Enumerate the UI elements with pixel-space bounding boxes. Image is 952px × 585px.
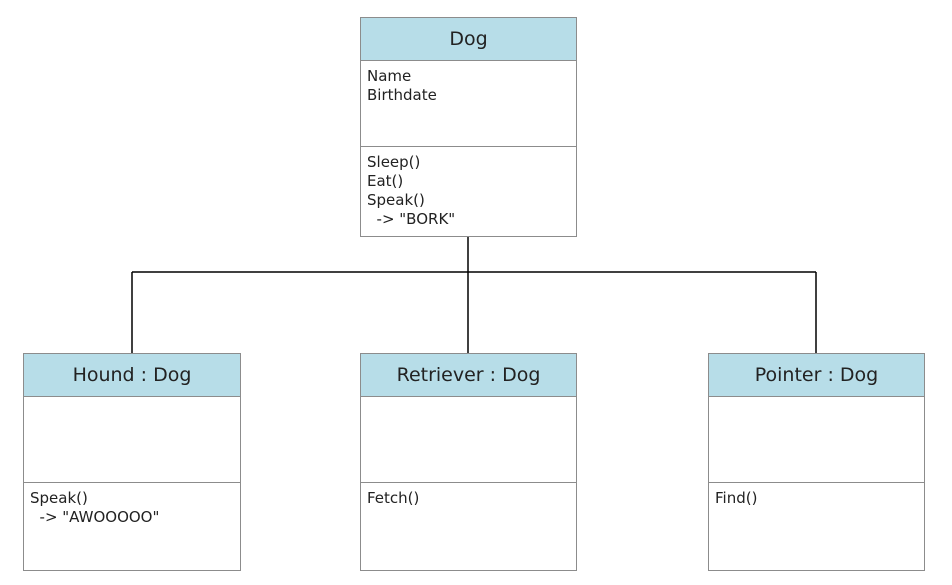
- method-find: Find(): [715, 489, 758, 507]
- method-speak: Speak(): [367, 191, 425, 209]
- attribute-birthdate: Birthdate: [367, 86, 437, 104]
- class-retriever-methods: Fetch(): [361, 483, 576, 570]
- method-speak: Speak(): [30, 489, 88, 507]
- method-speak-return: -> "BORK": [367, 210, 456, 228]
- class-dog-attributes: Name Birthdate: [361, 61, 576, 147]
- attribute-name: Name: [367, 67, 412, 85]
- method-fetch: Fetch(): [367, 489, 420, 507]
- class-pointer-attributes: [709, 397, 924, 483]
- class-dog-name: Dog: [361, 18, 576, 61]
- class-hound-attributes: [24, 397, 240, 483]
- class-retriever[interactable]: Retriever : Dog Fetch(): [360, 353, 577, 571]
- class-hound-methods: Speak() -> "AWOOOOO": [24, 483, 240, 570]
- class-hound-name: Hound : Dog: [24, 354, 240, 397]
- class-dog-methods: Sleep() Eat() Speak() -> "BORK": [361, 147, 576, 236]
- class-pointer-methods: Find(): [709, 483, 924, 570]
- method-eat: Eat(): [367, 172, 404, 190]
- class-retriever-attributes: [361, 397, 576, 483]
- class-pointer[interactable]: Pointer : Dog Find(): [708, 353, 925, 571]
- class-retriever-name: Retriever : Dog: [361, 354, 576, 397]
- class-hound[interactable]: Hound : Dog Speak() -> "AWOOOOO": [23, 353, 241, 571]
- method-sleep: Sleep(): [367, 153, 421, 171]
- method-speak-return: -> "AWOOOOO": [30, 508, 160, 526]
- class-pointer-name: Pointer : Dog: [709, 354, 924, 397]
- class-dog[interactable]: Dog Name Birthdate Sleep() Eat() Speak()…: [360, 17, 577, 237]
